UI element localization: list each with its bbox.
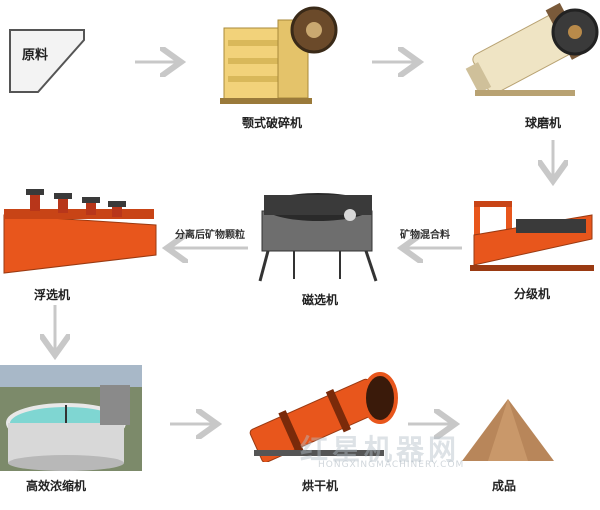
magnetic-separator-label: 磁选机 (301, 293, 339, 307)
product-label: 成品 (491, 479, 517, 493)
dryer-image (249, 372, 398, 462)
magnetic-separator-image (258, 193, 378, 282)
raw-material-label: 原料 (22, 48, 49, 63)
flotation-label: 浮选机 (33, 288, 71, 302)
flotation-image (3, 189, 157, 274)
classifier-label: 分级机 (513, 287, 551, 301)
mineral-mix-edge-label: 矿物混合料 (400, 230, 450, 241)
watermark-text: 红星机器网 (300, 433, 461, 466)
thickener-image (0, 365, 142, 471)
watermark-subtext: HONGXINGMACHINERY.COM (318, 460, 465, 470)
classifier-image (470, 201, 594, 271)
raw-material-box (9, 29, 85, 93)
jaw-crusher-image (220, 6, 338, 104)
separated-particles-edge-label: 分离后矿物颗粒 (175, 230, 245, 241)
thickener-label: 高效浓缩机 (25, 479, 87, 493)
product-pile-image (462, 399, 554, 461)
ball-mill-label: 球磨机 (524, 116, 562, 130)
jaw-crusher-label: 颚式破碎机 (241, 116, 303, 130)
dryer-label: 烘干机 (301, 479, 339, 493)
ball-mill-image (465, 2, 599, 96)
